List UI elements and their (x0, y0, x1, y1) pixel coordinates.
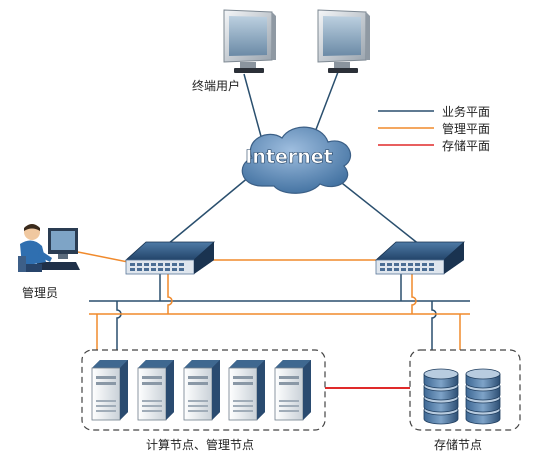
switch1-mgmt-drop (167, 272, 173, 314)
server-icon (183, 360, 220, 421)
server-icon (137, 360, 174, 421)
internet-cloud-icon (241, 126, 351, 194)
server-icon (228, 360, 265, 421)
compute-nodes-label: 计算节点、管理节点 (146, 438, 255, 452)
admin-to-switch1-link (77, 251, 129, 263)
monitor1-to-internet-link (243, 73, 263, 141)
business-links (89, 71, 470, 350)
legend-management-label: 管理平面 (442, 122, 491, 136)
internet-to-switch1-link (167, 171, 256, 245)
disk-stack-icon (465, 368, 501, 425)
storage-business-drop (431, 301, 437, 350)
legend-business-label: 业务平面 (442, 105, 491, 119)
monitor-icon (317, 9, 370, 73)
internet-label: Internet (245, 146, 332, 168)
server-icon (274, 360, 311, 421)
storage-disks (423, 368, 501, 425)
compute-nodes-group (81, 349, 326, 431)
disk-stack-icon (423, 368, 459, 425)
storage-nodes-label: 存储节点 (434, 438, 483, 452)
switch-icon (374, 241, 466, 275)
switch-icon (124, 241, 216, 275)
admin-workstation-icon (18, 224, 80, 272)
monitor2-to-internet-link (311, 71, 339, 141)
monitor-icon (223, 9, 276, 73)
internet-to-switch2-link (327, 171, 421, 246)
server-icon (91, 360, 128, 421)
compute-business-drop (116, 301, 122, 350)
end-users-label: 终端用户 (192, 79, 241, 93)
switch2-mgmt-drop (411, 272, 417, 314)
management-links (77, 251, 470, 350)
servers (91, 360, 311, 421)
legend (378, 110, 434, 146)
admin-label: 管理员 (22, 286, 59, 300)
storage-nodes-group (409, 349, 521, 431)
legend-storage-label: 存储平面 (442, 139, 491, 153)
